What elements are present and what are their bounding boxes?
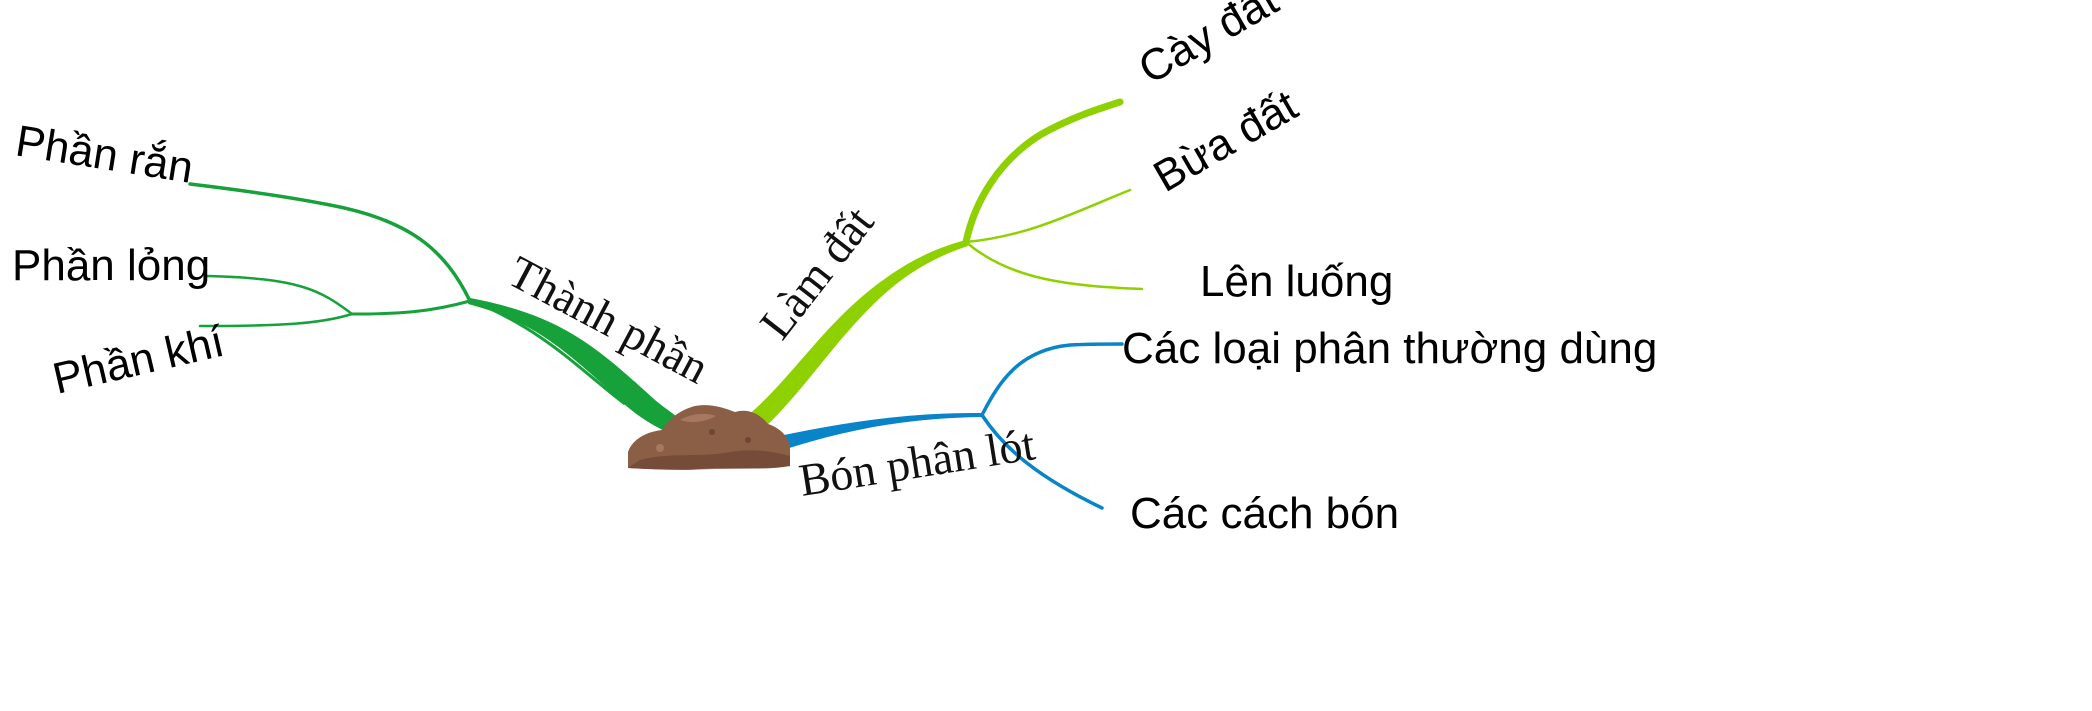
leaf-plowing: Cày đất bbox=[1131, 0, 1287, 94]
leaf-application-methods: Các cách bón bbox=[1130, 489, 1399, 538]
soil-mound-speck bbox=[745, 437, 751, 443]
composition-link-liquid bbox=[203, 274, 354, 316]
leaf-liquid-part: Phần lỏng bbox=[12, 241, 210, 290]
fertilizing-link-methods bbox=[980, 413, 1104, 510]
composition-link-gas bbox=[198, 312, 354, 328]
branch-composition: Thành phần Phần rắn Phần lỏng Phần khí bbox=[12, 116, 717, 440]
branch-soil-preparation-trunk-shape bbox=[745, 240, 968, 430]
leaf-ridging: Lên luống bbox=[1200, 257, 1393, 306]
soil-prep-link-harrowing bbox=[964, 188, 1132, 244]
soil-mound-speck bbox=[709, 429, 715, 435]
composition-link-solid bbox=[188, 182, 472, 303]
fertilizing-link-types bbox=[980, 342, 1124, 417]
branch-soil-preparation-label: Làm đất bbox=[750, 197, 884, 348]
soil-mound-speck bbox=[656, 444, 664, 452]
leaf-harrowing: Bừa đất bbox=[1146, 81, 1306, 202]
branch-composition-trunk-shape bbox=[468, 298, 700, 440]
soil-prep-link-ridging bbox=[964, 240, 1144, 291]
branch-fertilizing-trunk-shape bbox=[760, 412, 982, 456]
composition-link-to-fork bbox=[350, 299, 472, 316]
leaf-gas-part: Phần khí bbox=[48, 317, 229, 404]
leaf-common-fertilizers: Các loại phân thường dùng bbox=[1122, 324, 1657, 373]
branch-basal-fertilizing: Bón phân lót Các loại phân thường dùng C… bbox=[760, 324, 1657, 538]
soil-mound-highlight bbox=[680, 413, 716, 423]
soil-mound-icon bbox=[628, 405, 790, 470]
leaf-solid-part: Phần rắn bbox=[12, 116, 196, 192]
soil-prep-link-plowing bbox=[962, 98, 1124, 246]
soil-mound-shade bbox=[628, 450, 790, 470]
